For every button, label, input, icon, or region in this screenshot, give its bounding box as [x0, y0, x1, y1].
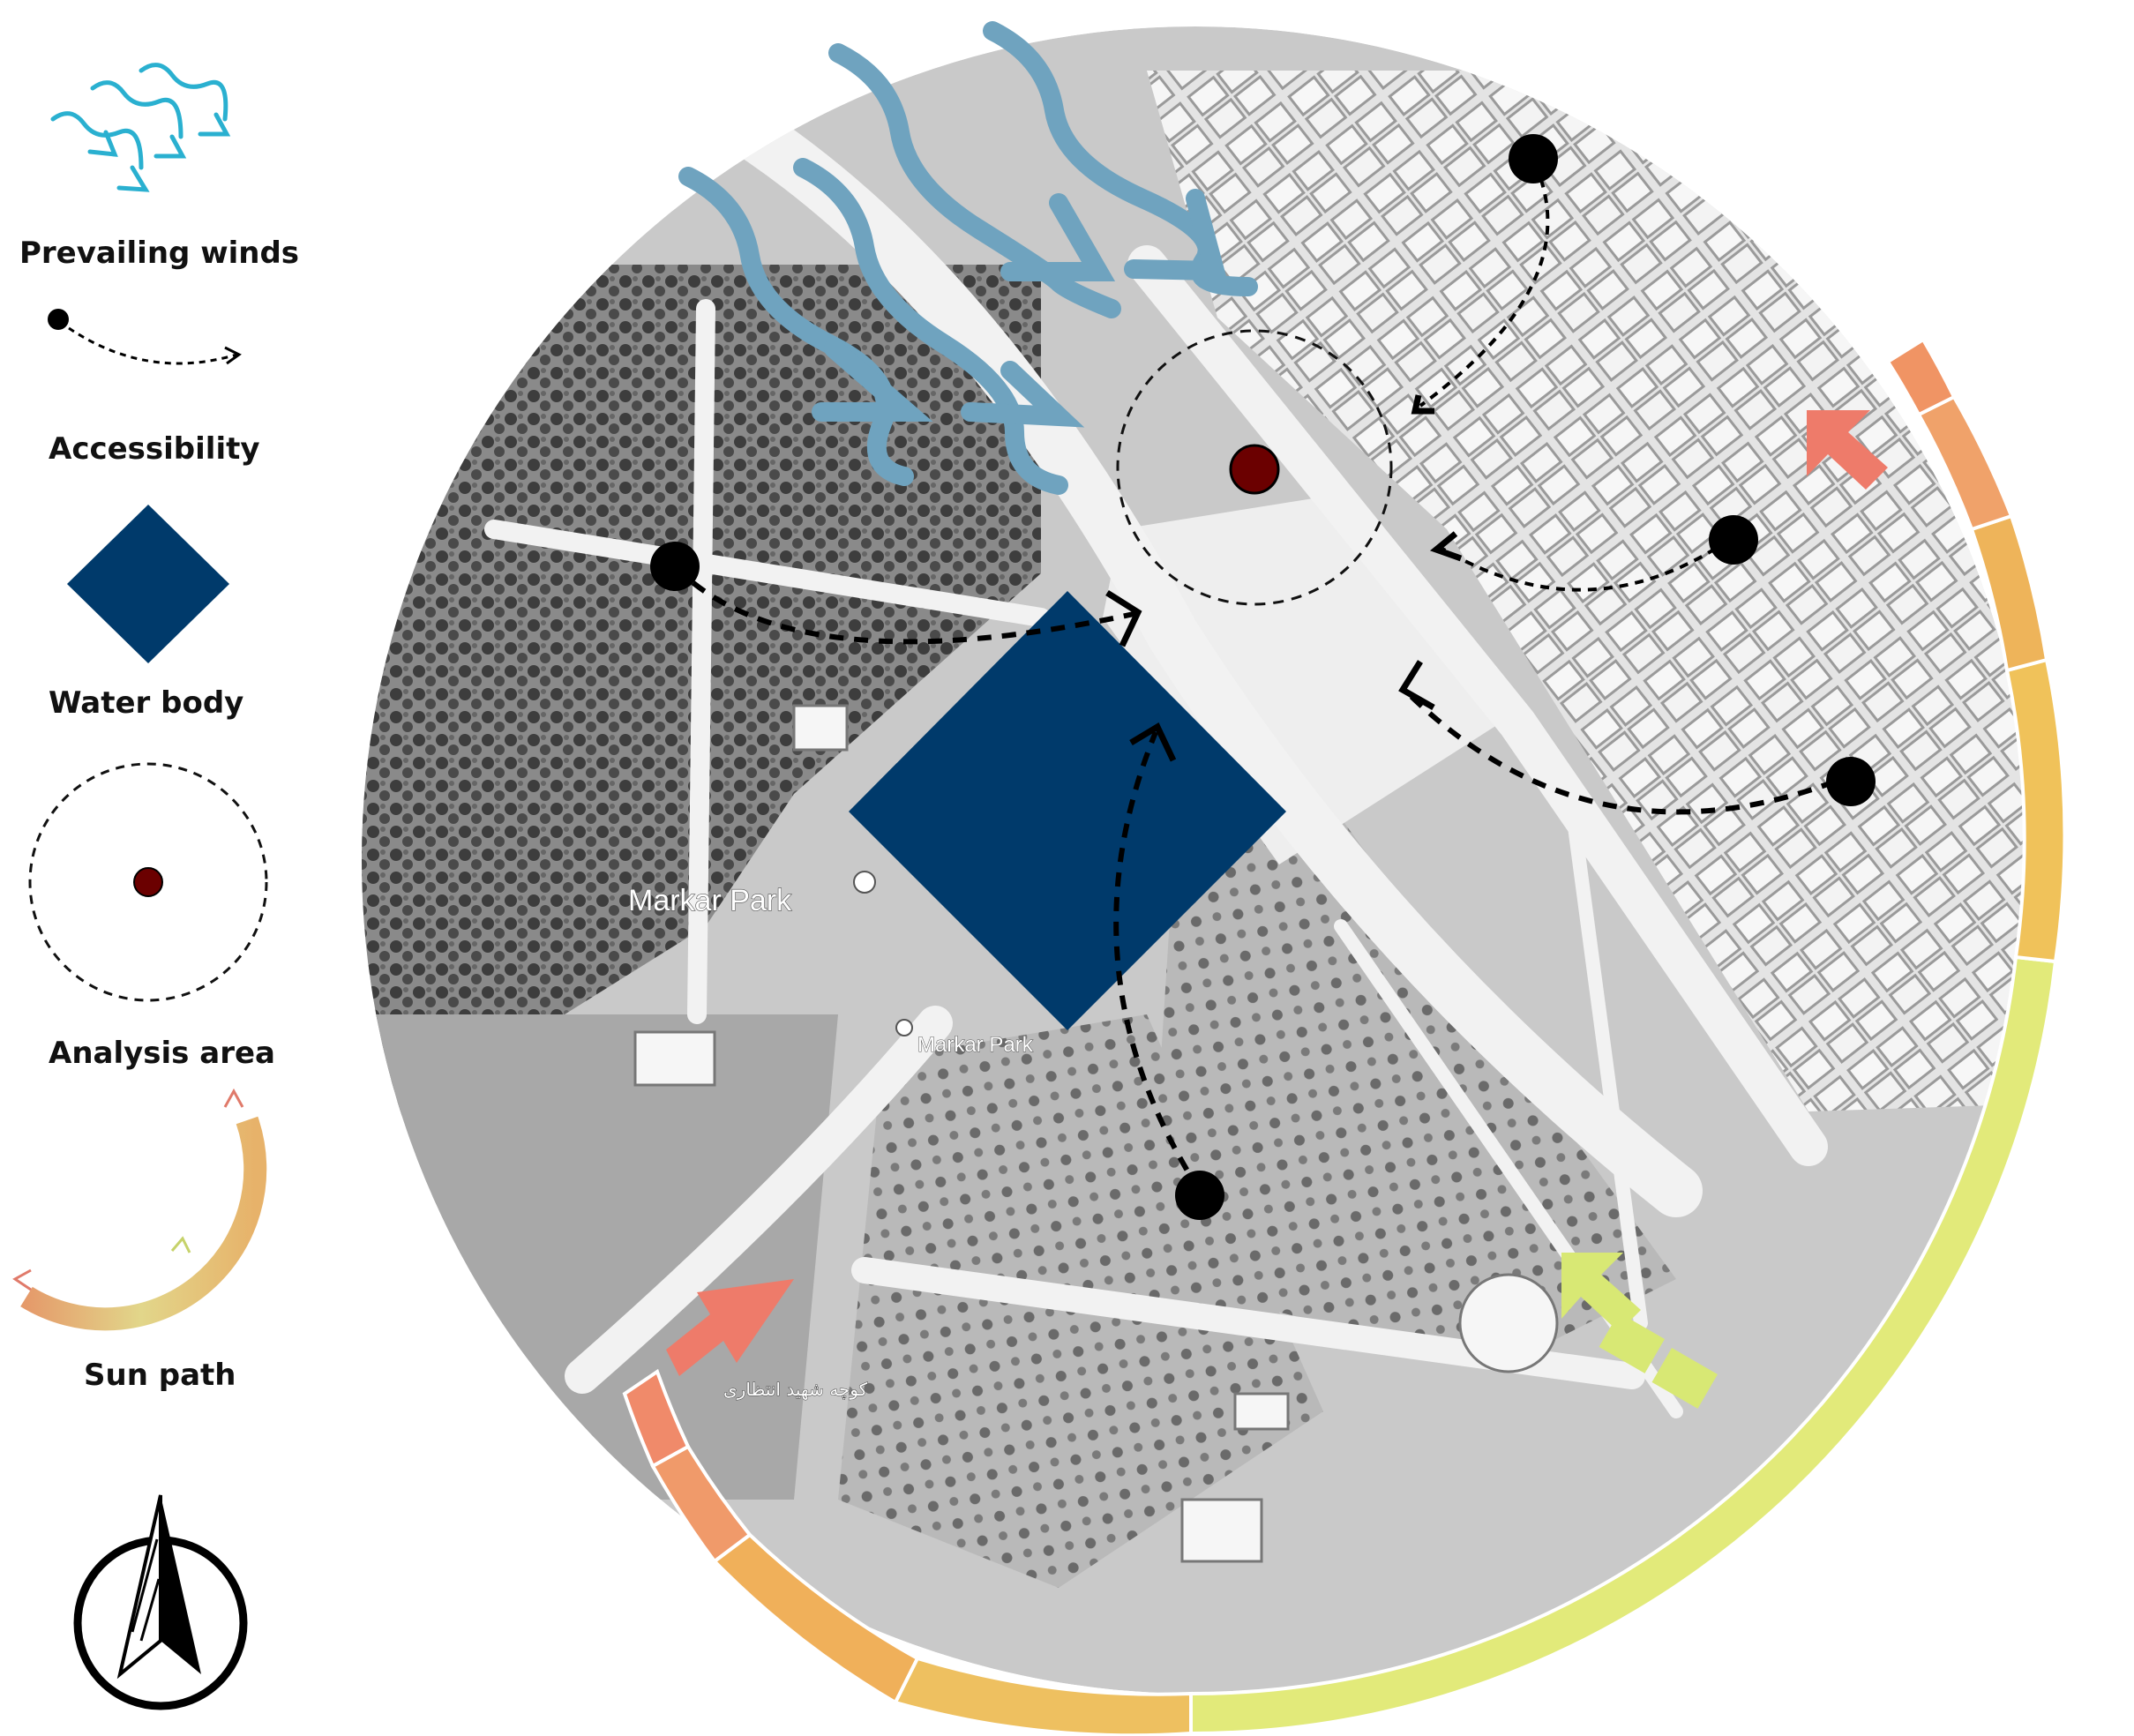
roads [484, 88, 1828, 1418]
park-buildings [633, 704, 1559, 1563]
map-label-markar-park: Markar Park [628, 884, 792, 917]
prevailing-winds [678, 21, 1258, 495]
map-pin-icon [853, 871, 876, 894]
sun-arrow-sunrise [1807, 410, 1888, 490]
access-path-icon [48, 309, 242, 365]
legend: Prevailing winds Accessibility Water bod… [12, 63, 299, 1710]
accessibility-paths [672, 163, 1837, 1193]
map-label-street: کوچه شهید انتظاری [723, 1379, 868, 1400]
park-lawn [362, 1014, 838, 1500]
wind-arrow [678, 167, 914, 486]
wind-arrow [828, 43, 1121, 318]
map-label-markar-park-secondary: Markar Park [917, 1033, 1034, 1057]
legend-analysis-label: Analysis area [49, 1036, 275, 1071]
access-path [1441, 538, 1731, 592]
water-body [849, 591, 1286, 1030]
wind-icon [50, 63, 231, 192]
access-points [650, 134, 1876, 1220]
north-arrow-icon [73, 1494, 248, 1710]
access-path [1400, 685, 1837, 815]
analysis-area [1116, 329, 1393, 606]
legend-winds-label: Prevailing winds [19, 236, 299, 271]
legend-water-label: Water body [49, 685, 243, 721]
wind-arrow [793, 158, 1068, 495]
sun-arrow-sunset [666, 1279, 794, 1376]
sun-arrow-noon [1561, 1253, 1718, 1409]
analysis-circle-icon [28, 762, 268, 1002]
access-path [1419, 163, 1550, 408]
access-arrowheads [1105, 394, 1463, 762]
sun-path-icon [12, 1088, 267, 1331]
legend-sun-label: Sun path [84, 1358, 236, 1393]
sun-path [622, 337, 2067, 1736]
water-diamond-icon [67, 505, 229, 663]
map-pin-icon [895, 1019, 913, 1036]
legend-accessibility-label: Accessibility [49, 431, 260, 467]
